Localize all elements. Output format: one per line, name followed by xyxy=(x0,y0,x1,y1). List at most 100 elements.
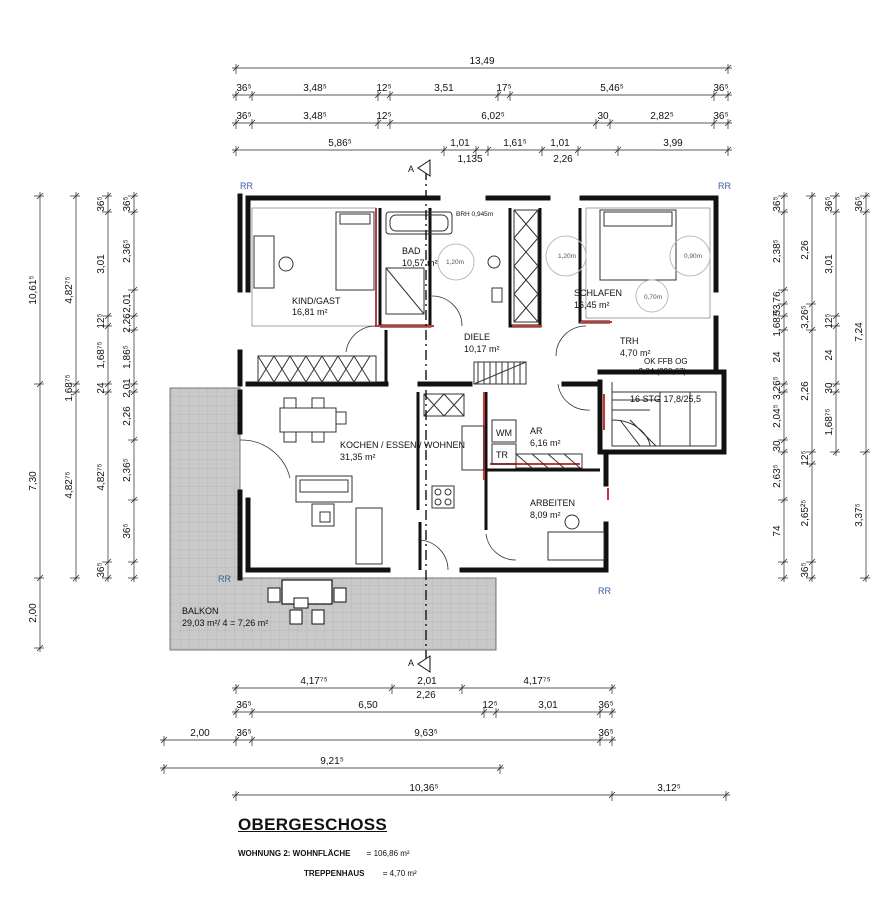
room-trh-name: TRH xyxy=(620,336,639,346)
dim-dims_right.c3-5: 1,68⁷⁵ xyxy=(824,408,835,435)
clearance-circle-bad: 1,20m xyxy=(446,259,464,266)
dim-dims_bottom.r3-3: 36⁵ xyxy=(598,728,613,739)
dim-dims_top.r3-1: 3,48⁵ xyxy=(303,111,327,122)
summary-row1-label: WOHNUNG 2: WOHNFLÄCHE xyxy=(238,849,351,858)
dim-dims_left.c2-1: 1,68⁷⁵ xyxy=(64,374,75,401)
room-kind-name: KIND/GAST xyxy=(292,296,341,306)
dim-dims_right.c1-3: 53 xyxy=(772,304,783,316)
dim-dims_top.r4-0: 5,86⁵ xyxy=(328,138,352,149)
dim-dims_bottom.r2-0: 36⁵ xyxy=(236,700,251,711)
dim-dims_left.c2-0: 4,82⁷⁵ xyxy=(64,276,75,303)
dim-dims_bottom.r5-1: 3,12⁵ xyxy=(657,783,681,794)
dim-dims_top.r3-4: 30 xyxy=(597,111,609,122)
room-diele-area: 10,17 m² xyxy=(464,344,500,354)
dim-dims_right.c1-8: 30 xyxy=(772,440,783,452)
dim-dims_bottom.r1-0: 4,17⁷⁵ xyxy=(300,676,327,687)
dim-dims_top.r3-2: 12⁵ xyxy=(376,111,391,122)
room-balkon-area: 29,03 m²/ 4 = 7,26 m² xyxy=(182,618,268,628)
room-labels: KIND/GAST 16,81 m² BAD 10,57 m² DIELE 10… xyxy=(182,246,651,628)
dim-dims_left.c4-1: 2,36⁵ xyxy=(122,239,133,263)
dim-dims_left.c3-1: 3,01 xyxy=(96,254,107,274)
dim-top-r4-extra-b: 2,26 xyxy=(553,154,573,165)
room-outlines xyxy=(251,207,711,327)
dim-dims_bottom.r2-1: 6,50 xyxy=(358,700,378,711)
dim-dims_right.c3-1: 3,01 xyxy=(824,254,835,274)
dim-dims_left.c4-3: 2,26 xyxy=(122,313,133,333)
dim-dims_right.c2-4: 2,65²⁵ xyxy=(800,500,811,527)
dim-dims_right.c1-7: 2,04⁵ xyxy=(772,404,783,428)
okffb-value: +2,84 (220,67) xyxy=(634,367,687,376)
dim-dims_right.c1-2: 76 xyxy=(772,291,783,303)
dim-dims_right.c1-4: 1,68⁷⁵ xyxy=(772,309,783,336)
door-swings xyxy=(239,295,591,571)
summary-row1-value: = 106,86 m² xyxy=(366,849,410,858)
dim-dims_top.r2-2: 12⁵ xyxy=(376,83,391,94)
room-kochen-area: 31,35 m² xyxy=(340,452,376,462)
dim-dims_bottom.r3-1: 36⁵ xyxy=(236,728,251,739)
dim-dims_bottom.r3-2: 9,63⁵ xyxy=(414,728,438,739)
dim-dims_right.c3-3: 24 xyxy=(824,349,835,361)
dim-dims_top.r4-1: 1,01 xyxy=(450,138,470,149)
dimension-chains xyxy=(34,64,870,801)
dim-dims_right.c2-0: 2,26 xyxy=(800,240,811,260)
dim-dims_right.c4-1: 7,24 xyxy=(854,322,865,342)
room-kind-area: 16,81 m² xyxy=(292,307,328,317)
room-arbeiten-name: ARBEITEN xyxy=(530,498,575,508)
dim-dims_top.r2-5: 5,46⁵ xyxy=(600,83,624,94)
wm-label: WM xyxy=(496,428,512,438)
dim-dims_right.c3-4: 30 xyxy=(824,382,835,394)
dim-dims_right.c3-2: 12⁵ xyxy=(824,313,835,328)
dim-dims_right.c1-9: 2,63⁵ xyxy=(772,464,783,488)
section-line: A A xyxy=(408,159,431,673)
dim-dims_top.r3-3: 6,02⁵ xyxy=(481,111,505,122)
dim-dims_top.r4-3: 1,61⁵ xyxy=(503,138,527,149)
dim-dims_left.c3-6: 36⁵ xyxy=(96,562,107,577)
outer-walls xyxy=(237,193,727,581)
room-bad-name: BAD xyxy=(402,246,421,256)
dim-dims_left.c1-0: 10,61⁵ xyxy=(28,275,39,304)
dim-dims_left.c1-2: 2,00 xyxy=(28,603,39,623)
dim-dims_left.c4-6: 2,26 xyxy=(122,406,133,426)
dim-dims_bottom.r4-0: 9,21⁵ xyxy=(320,756,344,767)
section-marker-top: A xyxy=(408,164,414,174)
dim-dims_top.r2-0: 36⁵ xyxy=(236,83,251,94)
brh-label: BRH 0,945m xyxy=(456,211,493,218)
dim-dims_right.c4-0: 36⁵ xyxy=(854,196,865,211)
room-kochen-name: KOCHEN / ESSEN / WOHNEN xyxy=(340,440,465,450)
dim-dims_right.c1-0: 36⁵ xyxy=(772,196,783,211)
dim-dims_right.c2-3: 12⁵ xyxy=(800,450,811,465)
dim-top-r4-extra-a: 1,135 xyxy=(457,154,482,165)
room-ar-area: 6,16 m² xyxy=(530,438,561,448)
dim-dims_left.c3-0: 36⁵ xyxy=(96,196,107,211)
rr-marker-top-right: RR xyxy=(718,181,731,191)
room-schlafen-name: SCHLAFEN xyxy=(574,288,622,298)
dim-dims_right.c1-6: 3,26⁵ xyxy=(772,376,783,400)
dim-dims_left.c3-2: 12⁵ xyxy=(96,313,107,328)
dim-dims_bottom.r2-2: 12⁵ xyxy=(482,700,497,711)
rr-marker-bottom-right: RR xyxy=(598,586,611,596)
dim-dims_top.r1-0: 13,49 xyxy=(469,56,494,67)
dim-dims_left.c3-4: 24 xyxy=(96,382,107,394)
rr-marker-bottom-left: RR xyxy=(218,574,231,584)
dim-dims_top.r2-6: 36⁵ xyxy=(713,83,728,94)
dim-dims_left.c1-1: 7,30 xyxy=(28,471,39,491)
dim-dims_right.c1-5: 24 xyxy=(772,351,783,363)
clearance-circle-schlafen-right: 0,90m xyxy=(684,253,702,260)
dim-dims_left.c3-5: 4,82⁷⁵ xyxy=(96,463,107,490)
stairs-label: 16 STG 17,8/25,5 xyxy=(630,394,701,404)
dim-dims_left.c2-2: 4,82⁷⁵ xyxy=(64,471,75,498)
rr-marker-top-left: RR xyxy=(240,181,253,191)
room-balkon-name: BALKON xyxy=(182,606,219,616)
dim-bottom-r1-extra: 2,26 xyxy=(416,690,436,701)
dim-dims_right.c2-2: 2,26 xyxy=(800,381,811,401)
clearance-circle-schlafen-left: 1,20m xyxy=(558,253,576,260)
dim-dims_bottom.r1-2: 4,17⁷⁵ xyxy=(523,676,550,687)
dim-dims_top.r3-5: 2,82⁵ xyxy=(650,111,674,122)
summary-row-wohnflaeche: WOHNUNG 2: WOHNFLÄCHE = 106,86 m² xyxy=(238,849,410,858)
dim-dims_left.c3-3: 1,68⁷⁵ xyxy=(96,341,107,368)
dim-dims_bottom.r3-0: 2,00 xyxy=(190,728,210,739)
dim-dims_top.r2-3: 3,51 xyxy=(434,83,454,94)
dim-dims_right.c1-10: 74 xyxy=(772,525,783,537)
